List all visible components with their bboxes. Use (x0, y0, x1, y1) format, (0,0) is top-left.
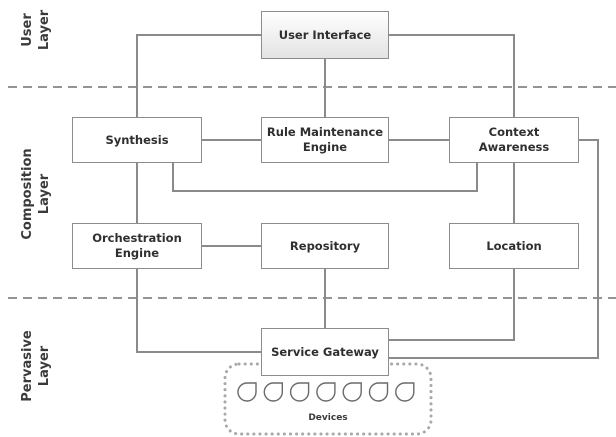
devices-container (223, 362, 433, 436)
node-user-interface: User Interface (261, 11, 389, 59)
connectors (136, 34, 599, 359)
node-location: Location (449, 223, 579, 269)
device-icon (289, 382, 310, 402)
device-icon (368, 382, 389, 402)
connector-ui-context (389, 34, 515, 117)
device-icon (395, 382, 415, 402)
layer-label-pervasive: Pervasive Layer (20, 330, 52, 402)
device-icon (342, 382, 362, 402)
node-repository: Repository (261, 223, 389, 269)
device-icon (263, 382, 283, 402)
node-context-awareness: Context Awareness (449, 117, 579, 163)
connector-synthesis-context-loop (172, 163, 478, 192)
device-icon (237, 382, 257, 402)
node-rule-maintenance-engine: Rule Maintenance Engine (261, 117, 389, 163)
layer-label-user: User Layer (20, 9, 52, 51)
node-orchestration-engine: Orchestration Engine (72, 223, 202, 269)
connector-context-gateway-outer (389, 139, 599, 359)
connector-ui-synthesis (136, 34, 261, 117)
connector-orchestration-gateway (136, 269, 261, 353)
device-icon (316, 382, 336, 402)
layer-label-composition: Composition Layer (20, 148, 52, 240)
connector-location-gateway (389, 269, 515, 341)
node-service-gateway: Service Gateway (261, 328, 389, 376)
device-icons (237, 382, 415, 402)
node-synthesis: Synthesis (72, 117, 202, 163)
devices-label: Devices (308, 413, 348, 423)
